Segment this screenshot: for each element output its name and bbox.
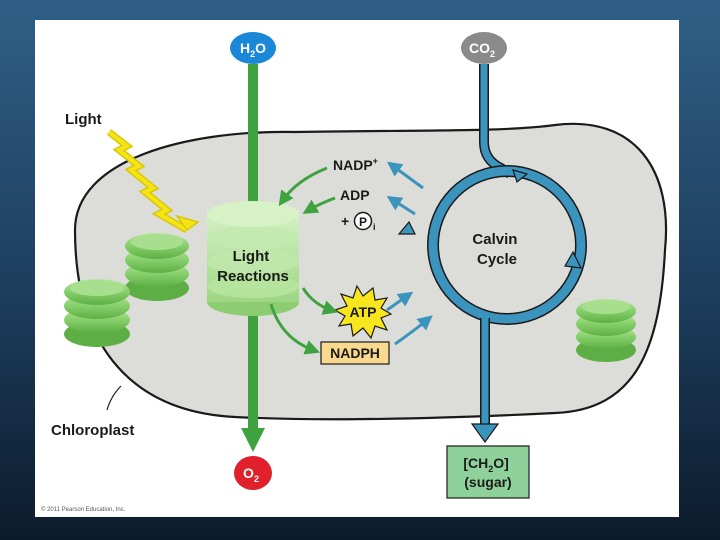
sugar-box xyxy=(446,445,530,499)
sugar-label: [CH2O] (sugar) xyxy=(463,455,512,490)
water-badge: H2O xyxy=(230,32,276,64)
arrow-nadph-to-cycle xyxy=(394,315,433,346)
thylakoid-stack-right xyxy=(576,299,636,362)
calvin-cycle-label: Calvin Cycle xyxy=(472,231,521,268)
nadph-label: NADPH xyxy=(330,345,380,361)
light-label: Light xyxy=(65,111,102,128)
svg-text:O2: O2 xyxy=(243,465,259,484)
arrow-cycle-to-nadp xyxy=(386,161,424,190)
nadph-box xyxy=(320,341,390,365)
arrow-adp-to-light xyxy=(302,196,336,214)
svg-text:CO2: CO2 xyxy=(469,40,495,59)
arrow-nadp-to-light xyxy=(278,166,328,207)
arrow-light-to-atp xyxy=(301,287,339,315)
nadp-plus-label: NADP+ xyxy=(333,156,378,173)
thylakoid-stack-left-front xyxy=(64,279,130,347)
co2-badge: CO2 xyxy=(461,32,507,64)
photosynthesis-diagram: Light Reactions Light H2O O2 xyxy=(51,32,668,499)
atp-label: ATP xyxy=(350,304,377,320)
arrow-light-to-nadph xyxy=(269,303,321,355)
copyright-caption: © 2011 Pearson Education, Inc. xyxy=(41,507,126,513)
arrow-cycle-to-adp xyxy=(386,195,416,216)
svg-text:+: + xyxy=(341,213,349,229)
chloroplast-pointer xyxy=(106,385,122,411)
oxygen-badge: O2 xyxy=(234,456,272,490)
adp-label: ADP xyxy=(340,187,370,203)
thylakoid-stack-left-back xyxy=(125,233,189,301)
svg-text:H2O: H2O xyxy=(240,40,266,59)
light-reactions-stack xyxy=(207,201,299,316)
chloroplast-label: Chloroplast xyxy=(51,422,134,439)
svg-text:i: i xyxy=(373,222,376,232)
pi-label: + P i xyxy=(341,211,376,232)
chloroplast-body xyxy=(73,122,668,421)
arrow-atp-to-cycle xyxy=(386,291,414,312)
slide: Light Reactions Light H2O O2 xyxy=(35,20,679,517)
atp-burst xyxy=(333,284,393,340)
svg-text:P: P xyxy=(359,215,367,229)
light-reactions-label: Light Reactions xyxy=(217,248,289,285)
